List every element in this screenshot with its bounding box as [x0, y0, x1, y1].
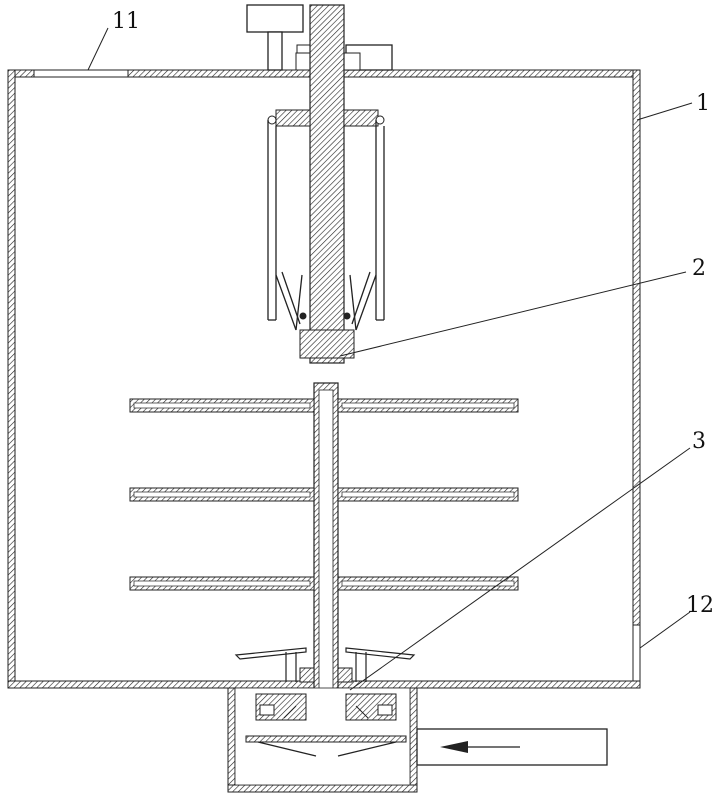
side-outlet-opening: [633, 625, 640, 681]
label-bottom-assembly: 3: [692, 429, 706, 454]
label-side-outlet: 12: [686, 593, 714, 618]
label-tank: 1: [696, 91, 710, 116]
label-shaft: 2: [692, 256, 706, 281]
side-inlet-pipe: [417, 729, 607, 765]
label-top-inlet: 11: [112, 9, 140, 34]
top-inlet-opening: [34, 70, 128, 77]
lower-chamber: [228, 688, 417, 792]
